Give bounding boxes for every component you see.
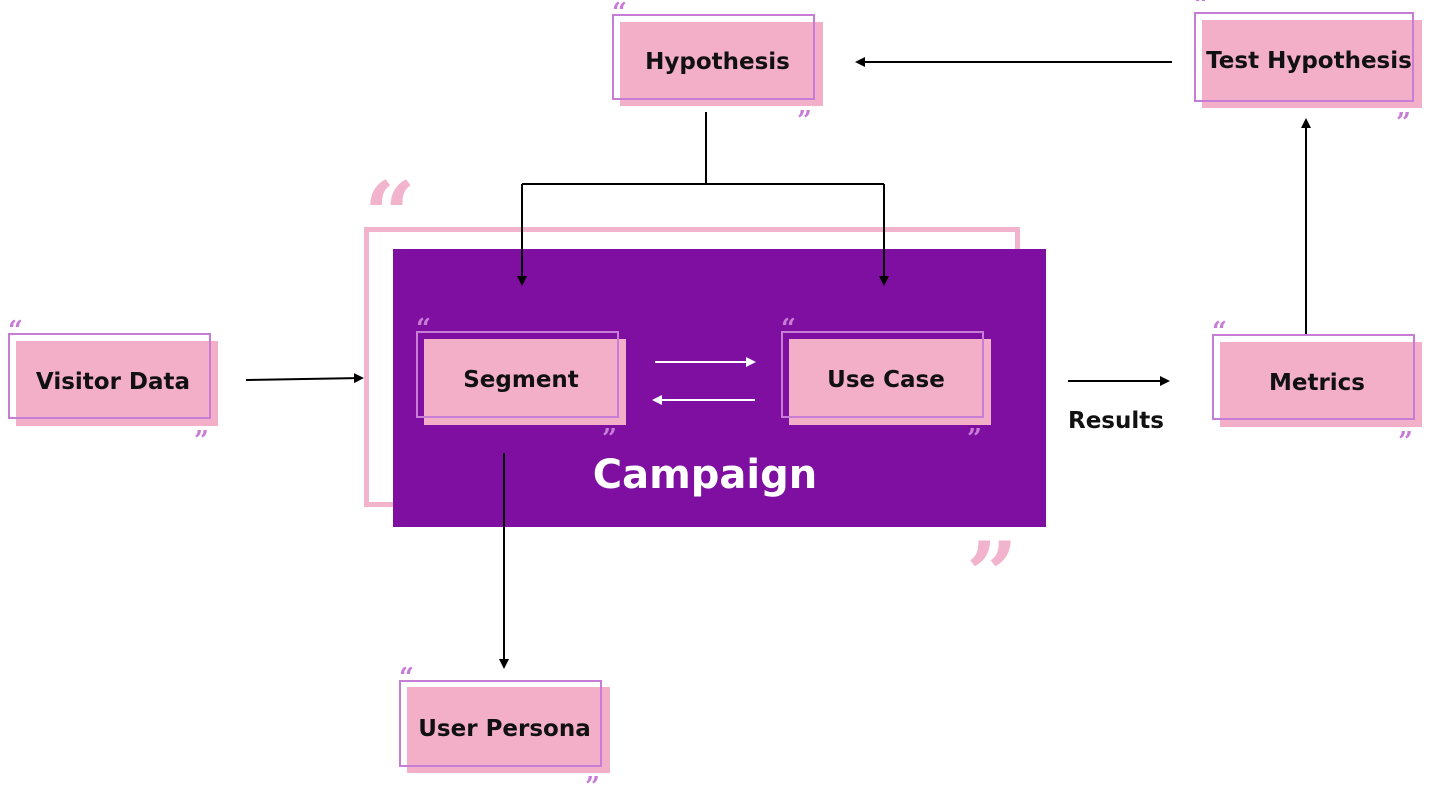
open-quote-icon: “ [399,663,414,693]
close-quote-icon: ” [1396,108,1411,138]
open-quote-icon: “ [416,314,431,344]
arrow-visitor-to-campaign [245,373,364,384]
close-quote-icon: ” [966,522,1018,628]
node-label: Metrics [1268,369,1366,396]
node-label: Test Hypothesis [1206,48,1412,74]
node-label: Segment [463,367,579,393]
arrow-hypothesis-split [522,112,884,185]
close-quote-icon: ” [967,424,982,454]
open-quote-icon: “ [1194,0,1209,20]
edge-label-results: Results [1068,408,1164,434]
node-label: Visitor Data [35,368,191,395]
close-quote-icon: ” [797,106,812,136]
node-label: Use Case [827,367,945,393]
open-quote-icon: “ [8,316,23,346]
close-quote-icon: ” [602,424,617,454]
node-label: Hypothesis [645,49,790,75]
close-quote-icon: ” [1398,427,1413,457]
campaign-title: Campaign [592,452,818,498]
open-quote-icon: “ [364,162,416,268]
open-quote-icon: “ [781,314,796,344]
close-quote-icon: ” [194,426,209,456]
open-quote-icon: “ [1212,317,1227,347]
node-label: User Persona [418,715,591,742]
open-quote-icon: “ [612,0,627,28]
